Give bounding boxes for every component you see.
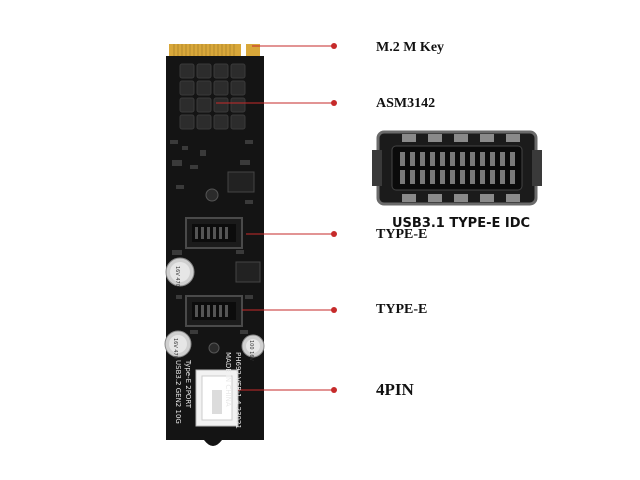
ic-chip-2: [235, 261, 261, 283]
label-type-e-1: TYPE-E: [376, 227, 428, 242]
label-type-e-2: TYPE-E: [376, 302, 428, 317]
m-key-notch: [241, 44, 246, 56]
label-4pin: 4PIN: [376, 380, 414, 399]
heatsink: [179, 63, 246, 130]
silkscreen-text: PH692 VER:1.4 23021 MADE IN CHINA USB3.2…: [174, 352, 242, 429]
label-asm3142: ASM3142: [376, 96, 436, 111]
capacitor-text: 16V 470 16V 470 100 16V: [172, 266, 254, 361]
m2-card: [164, 44, 265, 446]
silk-title: USB3.2 GEN2 10G: [174, 360, 182, 424]
cap-left-top-label: 16V 470: [174, 266, 180, 287]
idc-connector-closeup: [372, 130, 542, 206]
silk-model: PH692 VER:1.4 23021: [234, 352, 242, 429]
callout-lines: [216, 45, 334, 391]
capacitor-lower-left: [164, 330, 192, 358]
silk-origin: MADE IN CHINA: [224, 352, 232, 407]
mounting-hole: [205, 188, 219, 202]
smd-components: [170, 140, 253, 334]
label-idc-caption: USB3.1 TYPE-E IDC: [392, 216, 531, 231]
capacitor-lower-right: [241, 334, 265, 358]
gold-fingers: [169, 44, 241, 56]
ic-chip: [227, 171, 255, 193]
callout-dots: [331, 43, 337, 393]
silk-subtitle: Type-E 2PORT: [184, 359, 192, 409]
cap-right-label: 100 16V: [248, 340, 254, 361]
capacitor-left: [165, 257, 195, 287]
cap-left-bottom-label: 16V 470: [172, 338, 178, 359]
type-e-connector-2: [185, 295, 243, 327]
type-e-connector-1: [185, 217, 243, 249]
4pin-connector: [195, 369, 239, 427]
label-m2-key: M.2 M Key: [376, 40, 445, 55]
